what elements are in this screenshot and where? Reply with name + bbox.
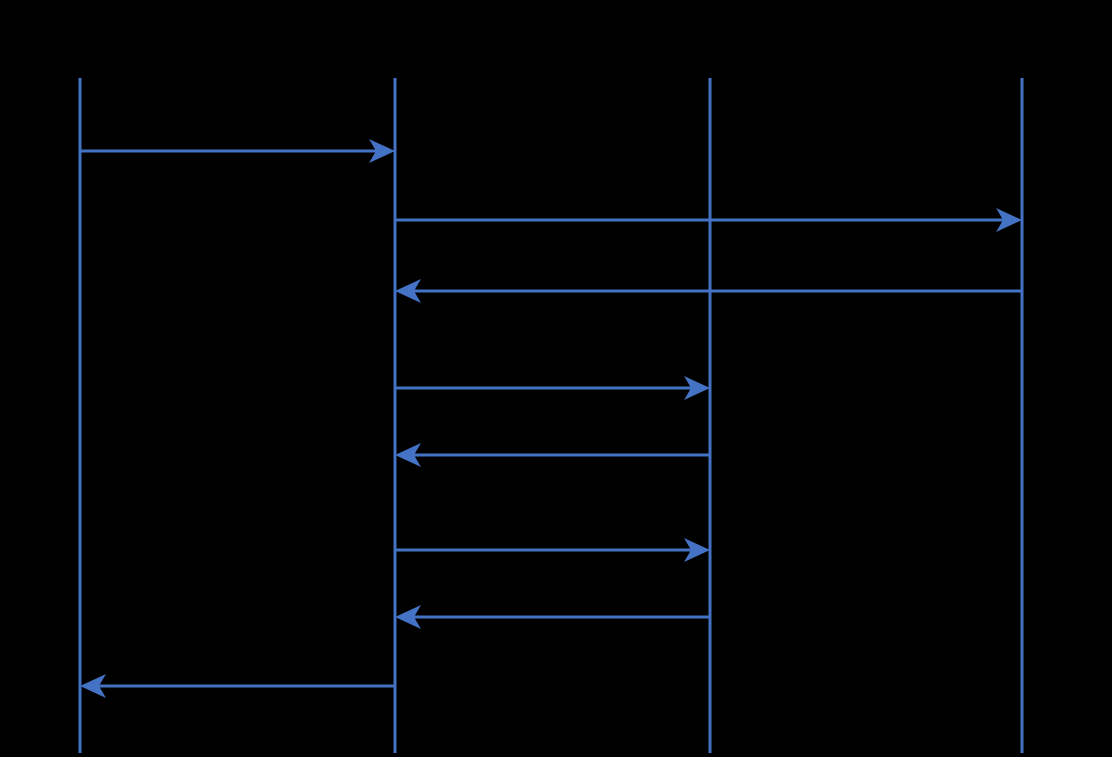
message-1 (80, 139, 395, 163)
message-6-arrowhead-icon (684, 538, 710, 562)
message-7 (395, 605, 710, 629)
message-5 (395, 443, 710, 467)
message-3-arrowhead-icon (395, 279, 421, 303)
message-3 (395, 279, 1022, 303)
message-4-arrowhead-icon (684, 376, 710, 400)
message-2-arrowhead-icon (996, 208, 1022, 232)
message-7-arrowhead-icon (395, 605, 421, 629)
message-8 (80, 674, 395, 698)
message-4 (395, 376, 710, 400)
message-5-arrowhead-icon (395, 443, 421, 467)
message-6 (395, 538, 710, 562)
message-1-arrowhead-icon (369, 139, 395, 163)
message-2 (395, 208, 1022, 232)
message-8-arrowhead-icon (80, 674, 106, 698)
